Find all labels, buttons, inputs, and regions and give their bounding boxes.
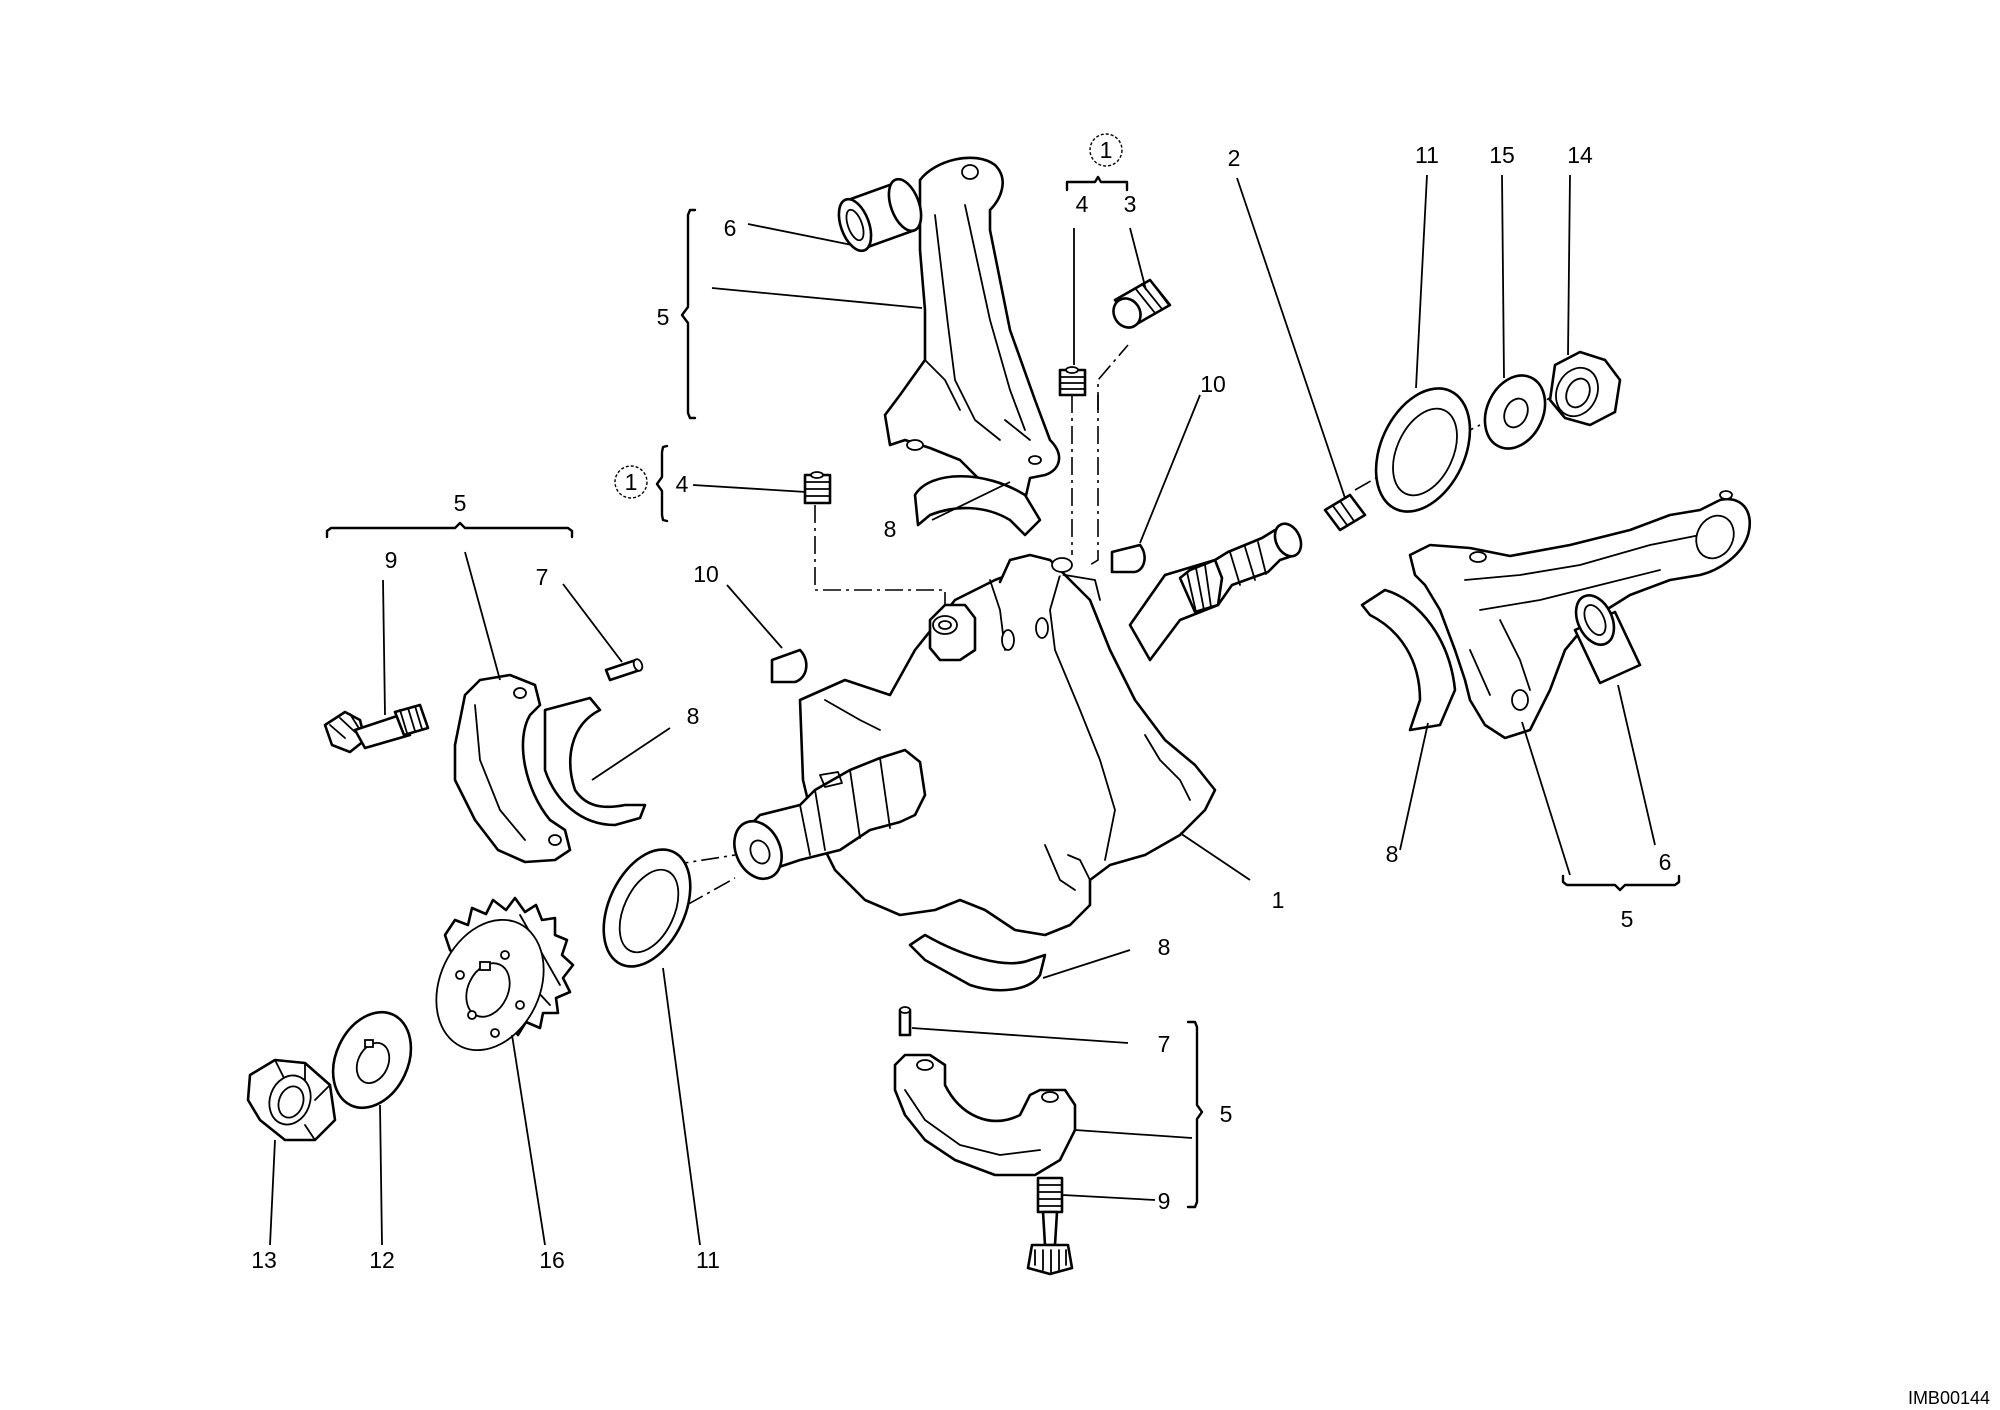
- label-plug-2: 2: [1228, 145, 1241, 171]
- label-crankshaft: 1: [1272, 887, 1285, 913]
- thrust-washer-11-bottom: [602, 848, 692, 968]
- plug-4-left: [803, 471, 832, 505]
- gear-16: [435, 896, 575, 1052]
- reference-badge-top: 1: [1089, 133, 1123, 167]
- badge-text-left: 1: [625, 469, 638, 495]
- label-right-nut-14: 14: [1567, 142, 1593, 168]
- label-left-bolt: 9: [385, 547, 398, 573]
- bushing-right: [1573, 594, 1642, 685]
- woodruff-key-left: [770, 648, 808, 684]
- bracket-bottom-group-5: [1186, 1020, 1204, 1209]
- callout-labels: 6 5 4 4 3 10 2 11 15 14 8 10 5 9 7 8 1 8…: [251, 142, 1671, 1273]
- label-rod-top-group: 5: [657, 304, 670, 330]
- label-rod-top-bushing: 6: [724, 215, 737, 241]
- label-washer-12: 12: [369, 1247, 395, 1273]
- label-right-washer-15: 15: [1489, 142, 1515, 168]
- washer-15: [1483, 374, 1547, 450]
- label-key-left: 10: [693, 561, 719, 587]
- label-left-pin: 7: [536, 564, 549, 590]
- bracket-badge-top: [1065, 175, 1129, 192]
- pin-7-left: [604, 658, 644, 682]
- label-right-group-bottom: 5: [1621, 906, 1634, 932]
- bearing-shell-bottom: [908, 933, 1047, 992]
- bracket-badge-left: [655, 444, 669, 523]
- woodruff-key-top: [1110, 543, 1146, 574]
- thrust-washer-11-right: [1374, 387, 1472, 513]
- label-gear-16: 16: [539, 1247, 565, 1273]
- bracket-left-group-5: [325, 521, 574, 539]
- plug-3: [1112, 278, 1172, 329]
- plug-2: [1323, 493, 1367, 532]
- label-rod-top-shell: 8: [884, 516, 897, 542]
- image-code: IMB00144: [1908, 1388, 1990, 1408]
- nut-14: [1548, 350, 1622, 427]
- label-right-washer: 11: [1415, 142, 1439, 168]
- label-washer-11-bottom: 11: [696, 1247, 720, 1273]
- label-right-bushing: 6: [1659, 849, 1672, 875]
- connecting-rod-cap-bottom: [893, 1053, 1077, 1177]
- bolt-9-left: [323, 703, 430, 754]
- label-key-top: 10: [1200, 371, 1226, 397]
- label-bottom-pin: 7: [1158, 1031, 1171, 1057]
- crankshaft: [733, 522, 1303, 937]
- label-plug-4-top: 4: [1076, 191, 1089, 217]
- pin-7-bottom: [898, 1006, 912, 1037]
- bracket-right-group-5: [1561, 874, 1681, 892]
- leader-lines: [269, 174, 1656, 1246]
- connecting-rod-top: [837, 156, 1061, 505]
- label-plug-4-left: 4: [676, 471, 689, 497]
- bearing-shell-left: [543, 696, 647, 827]
- reference-badge-left: 1: [614, 465, 648, 499]
- bearing-shell-right: [1360, 588, 1457, 732]
- label-plug-3: 3: [1124, 191, 1137, 217]
- label-bottom-shell: 8: [1158, 934, 1171, 960]
- connecting-rod-cap-left: [453, 673, 572, 864]
- label-left-group: 5: [454, 490, 467, 516]
- label-right-shell: 8: [1386, 841, 1399, 867]
- nut-13: [246, 1058, 337, 1142]
- bolt-9-bottom: [1026, 1176, 1074, 1276]
- label-left-shell: 8: [687, 703, 700, 729]
- bearing-shell-top: [913, 474, 1042, 537]
- label-bottom-bolt: 9: [1158, 1188, 1171, 1214]
- bracket-top-group-5: [680, 208, 697, 420]
- badge-text-top: 1: [1100, 137, 1113, 163]
- label-bottom-group: 5: [1220, 1101, 1233, 1127]
- label-nut-13: 13: [251, 1247, 277, 1273]
- washer-12: [331, 1010, 413, 1110]
- plug-4-top: [1058, 366, 1087, 397]
